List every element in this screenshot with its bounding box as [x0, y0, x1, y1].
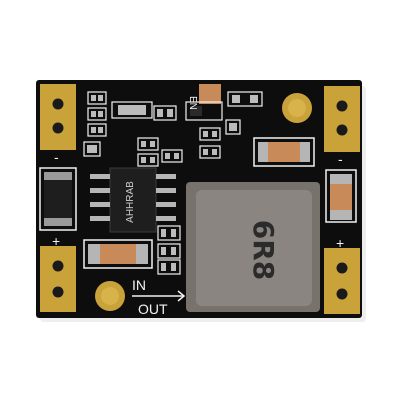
mounting-hole-bottom [95, 281, 125, 311]
label-plus-bottom-left: + [52, 233, 60, 249]
pad-bottom-left [40, 246, 76, 312]
smd-small-components [83, 91, 263, 275]
label-out: OUT [138, 301, 168, 317]
arrow-icon [132, 290, 186, 302]
inductor: 6R8 [186, 182, 320, 312]
mounting-hole-top [282, 93, 312, 123]
label-en: EN [187, 96, 198, 110]
ic-marking: AHHRAB [125, 181, 136, 223]
ic-chip: AHHRAB [90, 167, 176, 233]
label-minus-top-left: - [54, 149, 59, 165]
capacitor-right [325, 169, 357, 223]
diode-left [39, 167, 77, 231]
pad-bottom-right [324, 248, 360, 314]
capacitor-bottom-left [83, 239, 153, 269]
smd-pads [87, 95, 258, 271]
capacitor-small-top [199, 84, 221, 104]
pad-top-left [40, 84, 76, 150]
label-minus-top-right: - [338, 151, 343, 167]
capacitor-top-right [253, 137, 315, 167]
pad-top-right [324, 86, 360, 152]
label-plus-bottom-right: + [336, 235, 344, 251]
label-in: IN [132, 277, 146, 293]
inductor-marking: 6R8 [247, 220, 280, 281]
